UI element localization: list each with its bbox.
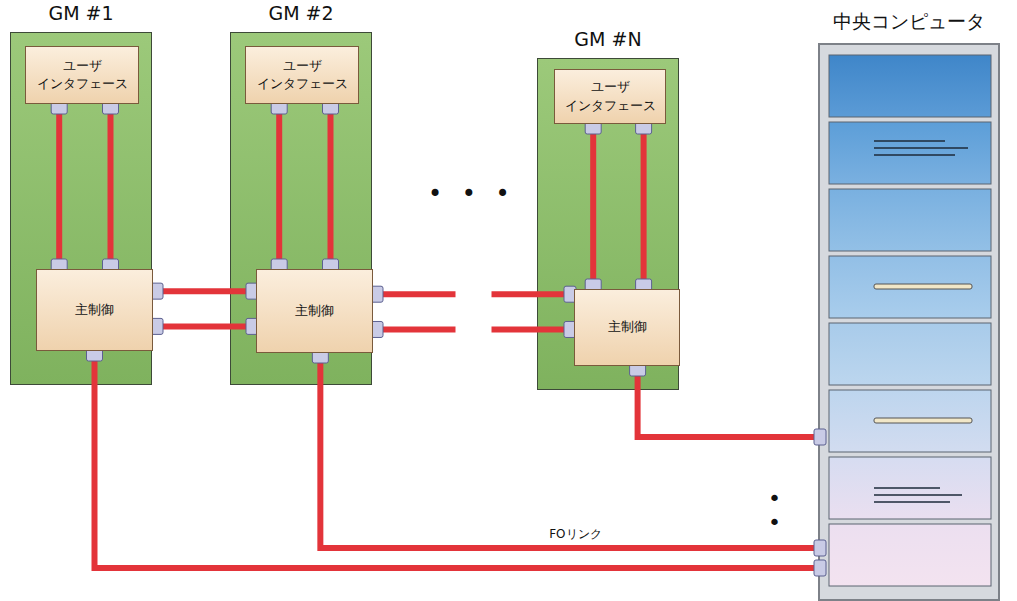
connector-port [246,318,258,334]
connector-port [271,102,287,114]
module-heading: 中央コンピュータ [790,9,1017,35]
connector-port [814,429,826,445]
fo-link-line [95,351,819,568]
module-heading: GM #N [508,28,708,50]
link-label: FOリンク [547,526,603,543]
process-box: ユーザ インタフェース [554,69,666,124]
connector-port [636,279,652,291]
connector-port [323,259,339,271]
connector-port [246,283,258,299]
gm-module-panel: GM #Nユーザ インタフェース主制御 [537,58,679,390]
connector-port [51,259,67,271]
box-label: 主制御 [295,302,334,320]
fo-link-line [638,366,818,437]
fo-link-line [373,326,574,332]
module-heading: GM #1 [0,2,181,24]
connector-port [151,283,163,299]
connector-port [323,102,339,114]
process-box: ユーザ インタフェース [245,46,359,104]
connector-port [51,102,67,114]
connector-port [630,364,646,376]
box-label: ユーザ インタフェース [555,78,665,114]
connector-port [585,122,601,134]
fo-link-line [373,291,574,297]
connector-port [636,122,652,134]
fo-link-line [328,104,334,269]
connector-port [87,349,103,361]
connector-port [814,540,826,556]
gm-module-panel: GM #1ユーザ インタフェース主制御 [10,32,152,385]
fo-link-line [108,104,114,269]
connector-port [103,102,119,114]
connector-port [564,321,576,337]
ellipsis-mark: • • • [428,180,516,208]
connector-port [103,259,119,271]
process-box: ユーザ インタフェース [25,46,139,104]
connector-port [371,286,383,302]
fo-link-line [276,104,282,269]
process-box: 主制御 [574,289,680,366]
box-label: ユーザ インタフェース [246,57,358,93]
fo-link-line [590,124,596,289]
connector-port [271,259,287,271]
connector-port [371,321,383,337]
box-label: ユーザ インタフェース [26,57,138,93]
connector-port [585,279,601,291]
fo-link-line [153,288,256,294]
process-box: 主制御 [256,269,373,353]
central-computer-rack: 中央コンピュータ [818,43,1000,601]
ellipsis-mark: • [768,486,787,511]
box-label: 主制御 [75,301,114,319]
module-heading: GM #2 [201,2,401,24]
ellipsis-mark: • [768,510,787,535]
box-label: 主制御 [608,318,647,336]
connector-port [564,286,576,302]
fo-link-line [153,323,256,329]
fo-link-line [56,104,62,269]
connector-port [151,318,163,334]
connector-port [312,351,328,363]
process-box: 主制御 [36,269,153,351]
gm-module-panel: GM #2ユーザ インタフェース主制御 [230,32,372,385]
fo-link-line [320,353,818,548]
connector-port [814,560,826,576]
fo-link-line [641,124,647,289]
